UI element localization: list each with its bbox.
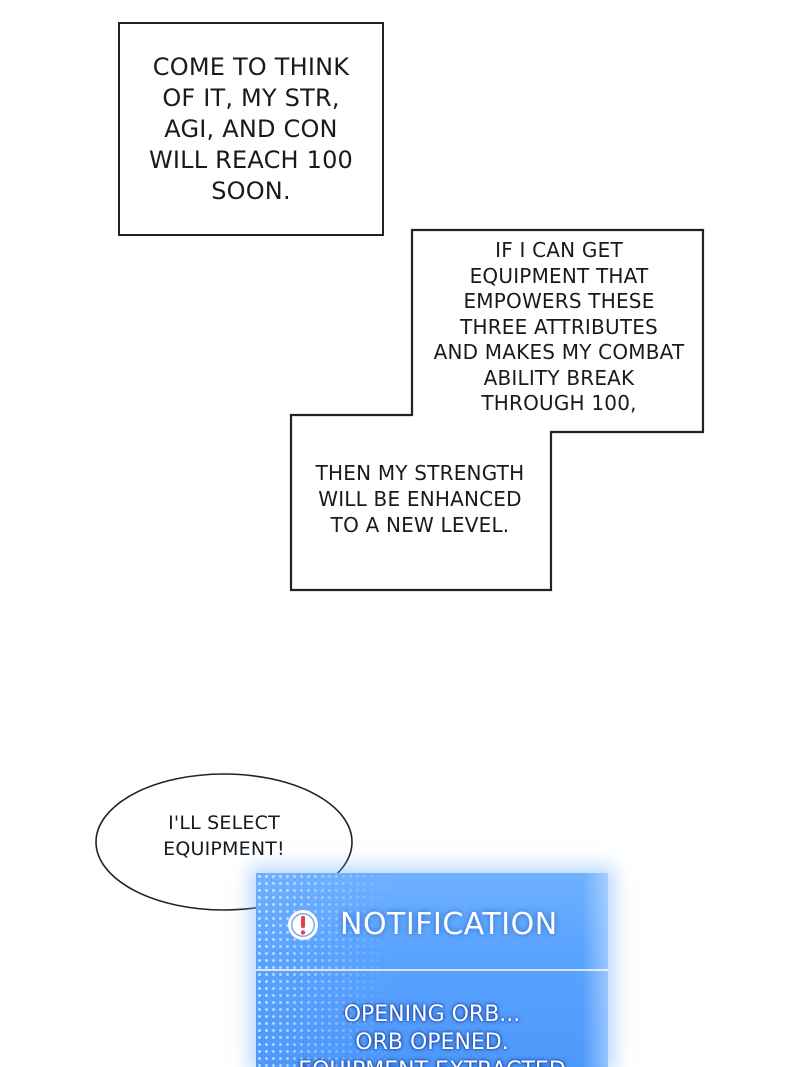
notification-divider (256, 969, 608, 971)
notification-body: OPENING ORB... ORB OPENED. EQUIPMENT EXT… (298, 1002, 566, 1067)
narration-text-1: COME TO THINK OF IT, MY STR, AGI, AND CO… (148, 52, 354, 205)
notification-panel: NOTIFICATION OPENING ORB... ORB OPENED. … (256, 873, 608, 1067)
exclamation-circle-icon (288, 909, 318, 940)
narration-box-1: COME TO THINK OF IT, MY STR, AGI, AND CO… (118, 22, 384, 236)
notification-title: NOTIFICATION (340, 907, 558, 942)
narration-text-3: THEN MY STRENGTH WILL BE ENHANCED TO A N… (315, 461, 525, 537)
narration-text-2: IF I CAN GET EQUIPMENT THAT EMPOWERS THE… (433, 238, 685, 415)
notification-header: NOTIFICATION (286, 907, 558, 942)
speech-bubble-text: I'LL SELECT EQUIPMENT! (163, 812, 285, 860)
stepped-box-outline (289, 228, 705, 592)
narration-box-2-3: IF I CAN GET EQUIPMENT THAT EMPOWERS THE… (289, 228, 707, 594)
